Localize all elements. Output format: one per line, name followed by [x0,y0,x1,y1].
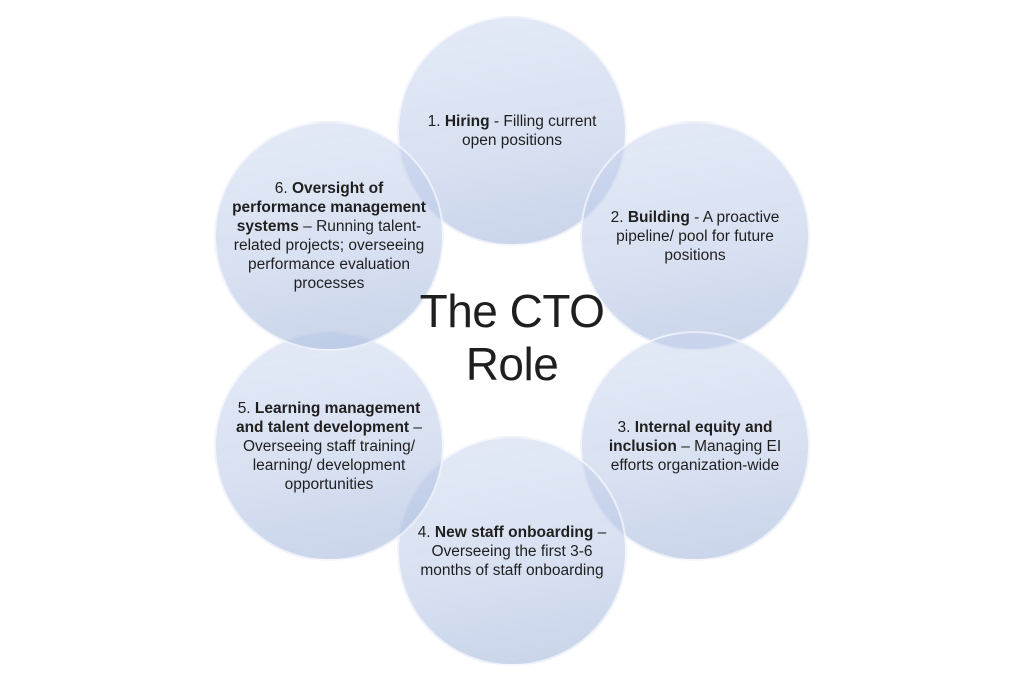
circle-5-learning-management-talent-development: 5. Learning management and talent develo… [214,331,444,561]
diagram-title-line-2: Role [465,338,559,390]
circle-6-oversight-performance-management: 6. Oversight of performance management s… [214,121,444,351]
circle-2-building: 2. Building - A proactive pipeline/ pool… [580,121,810,351]
circle-text-new-staff-onboarding: 4. New staff onboarding – Overseeing the… [417,523,607,579]
circle-text-building: 2. Building - A proactive pipeline/ pool… [610,208,780,264]
diagram-title: The CTO Role [352,285,672,391]
circle-text-oversight-of-performance-management-systems: 6. Oversight of performance management s… [232,180,426,292]
circle-text-learning-management-and-talent-development: 5. Learning management and talent develo… [235,399,423,493]
circle-text-hiring: 1. Hiring - Filling current open positio… [427,113,597,149]
diagram-title-line-1: The CTO [419,285,605,337]
circle-text-internal-equity-and-inclusion: 3. Internal equity and inclusion – Manag… [608,418,782,474]
